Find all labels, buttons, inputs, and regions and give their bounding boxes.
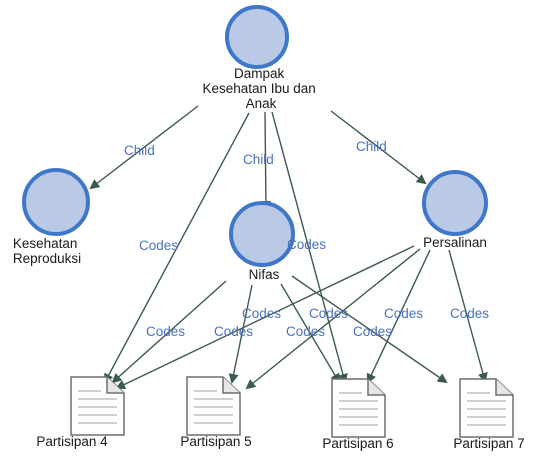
document-label-p6[interactable]: Partisipan 6 bbox=[322, 436, 393, 451]
document-label-p5[interactable]: Partisipan 5 bbox=[180, 434, 251, 449]
edge-persalinan-p4 bbox=[115, 245, 415, 390]
edge-label-child: Child bbox=[243, 152, 274, 167]
edge-label-child: Child bbox=[124, 143, 155, 158]
edge-nifas-p5 bbox=[228, 284, 253, 384]
node-kesehatan-reproduksi-label[interactable]: Kesehatan Reproduksi bbox=[13, 236, 81, 266]
node-kesehatan-reproduksi-label-line: Kesehatan bbox=[13, 236, 78, 251]
edge-label-codes: Codes bbox=[242, 306, 281, 321]
node-kesehatan-reproduksi-circle[interactable] bbox=[22, 168, 90, 236]
document-icon[interactable] bbox=[186, 376, 241, 436]
edge-label-child: Child bbox=[356, 139, 387, 154]
node-dampak-circle[interactable] bbox=[225, 5, 289, 69]
edge-dampak-p6 bbox=[271, 111, 348, 384]
edge-persalinan-p6 bbox=[366, 249, 431, 384]
edge-label-codes: Codes bbox=[450, 306, 489, 321]
node-dampak-label-line: Anak bbox=[246, 96, 277, 111]
edge-dampak-nifas bbox=[260, 111, 271, 211]
node-labels: Dampak Kesehatan Ibu dan Anak Kesehatan … bbox=[13, 66, 487, 282]
edge-dampak-persalinan bbox=[330, 110, 427, 185]
node-dampak-label[interactable]: Dampak Kesehatan Ibu dan Anak bbox=[202, 66, 319, 111]
edge-persalinan-p5 bbox=[245, 248, 421, 390]
node-dampak-label-line: Dampak bbox=[234, 66, 285, 81]
document-label-p7[interactable]: Partisipan 7 bbox=[453, 436, 524, 451]
node-nifas-label[interactable]: Nifas bbox=[249, 267, 280, 282]
document-icon[interactable] bbox=[459, 378, 514, 438]
edge-label-codes: Codes bbox=[214, 324, 253, 339]
document-icons bbox=[70, 376, 514, 438]
edge-label-codes: Codes bbox=[286, 324, 325, 339]
edge-label-codes: Codes bbox=[353, 324, 392, 339]
document-icon[interactable] bbox=[331, 378, 386, 438]
edge-dampak-kesehatan-reproduksi bbox=[89, 105, 199, 190]
node-persalinan-label[interactable]: Persalinan bbox=[423, 235, 487, 250]
code-nodes bbox=[22, 5, 488, 267]
edges bbox=[89, 105, 488, 390]
edge-labels: Child Child Child Codes Codes Codes Code… bbox=[124, 139, 489, 339]
edge-nifas-p6 bbox=[280, 283, 341, 384]
node-dampak-label-line: Kesehatan Ibu dan bbox=[202, 81, 315, 96]
edge-label-codes: Codes bbox=[139, 238, 178, 253]
edge-label-codes: Codes bbox=[146, 324, 185, 339]
node-nifas-circle[interactable] bbox=[229, 201, 295, 267]
document-label-p4[interactable]: Partisipan 4 bbox=[36, 434, 108, 449]
edge-persalinan-p7 bbox=[448, 249, 488, 383]
edge-label-codes: Codes bbox=[287, 237, 326, 252]
edge-label-codes: Codes bbox=[384, 306, 423, 321]
document-labels: Partisipan 4 Partisipan 5 Partisipan 6 P… bbox=[36, 434, 524, 451]
edge-nifas-p4 bbox=[111, 280, 227, 384]
node-kesehatan-reproduksi-label-line: Reproduksi bbox=[13, 251, 81, 266]
edge-dampak-p4 bbox=[104, 112, 250, 384]
node-persalinan-circle[interactable] bbox=[422, 170, 488, 236]
document-icon[interactable] bbox=[70, 376, 125, 436]
edge-nifas-p7 bbox=[291, 275, 448, 384]
edge-label-codes: Codes bbox=[309, 306, 348, 321]
